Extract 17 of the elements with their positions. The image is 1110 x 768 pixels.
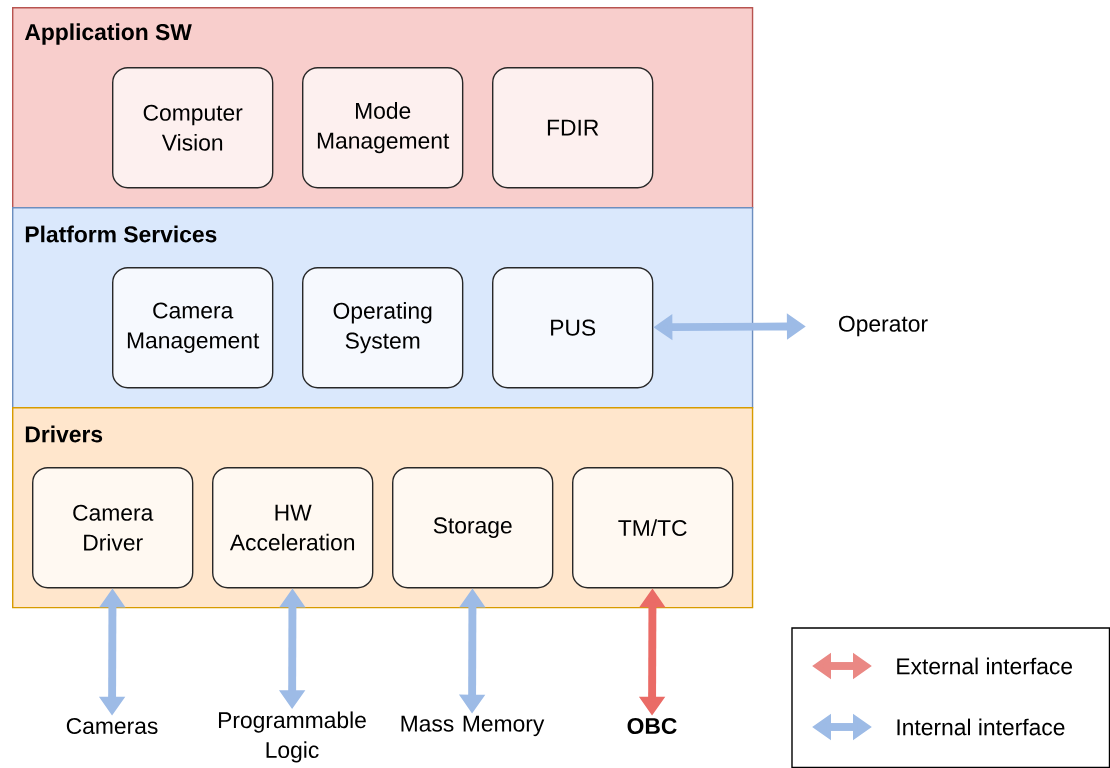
component-box: Camera Management [112,267,274,389]
interface-label: Mass Memory [401,715,545,737]
component-box: Mode Management [302,67,464,189]
component-box: Storage [392,467,554,589]
component-box: TM/TC [572,467,734,589]
component-box: PUS [492,267,654,389]
legend-label: Internal interface [897,718,1065,736]
interface-label: Cameras [66,717,158,735]
interface-label: OBC [627,717,677,735]
component-box: HW Acceleration [212,467,374,589]
interface-label: Programmable Logic [219,711,366,763]
component-box: Computer Vision [112,67,274,189]
component-box: Operating System [302,267,464,389]
component-box: Camera Driver [32,467,194,589]
interface-label: Operator [839,315,928,337]
legend-label: External interface [897,657,1073,675]
component-box: FDIR [492,67,654,189]
